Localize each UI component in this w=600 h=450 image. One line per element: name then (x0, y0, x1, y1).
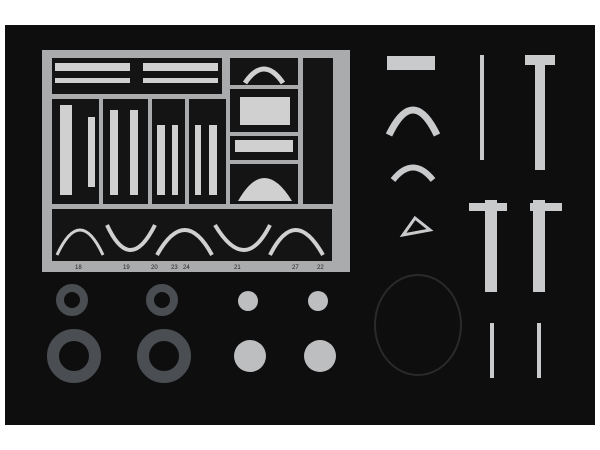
fret-label: 23 (171, 265, 178, 271)
fret-label: 21 (234, 265, 241, 271)
fret-label: 19 (123, 265, 130, 271)
fret-label: 24 (183, 265, 190, 271)
fret-label: 22 (317, 265, 324, 271)
landing-gear-parts (385, 55, 562, 378)
product-photo: 18 19 20 23 24 21 27 22 (5, 25, 595, 425)
photo-etch-fret: 18 19 20 23 24 21 27 22 (42, 50, 350, 272)
fret-label: 27 (292, 265, 299, 271)
wire-coil (374, 274, 462, 376)
fret-label: 18 (75, 265, 82, 271)
wheels (234, 291, 336, 372)
tires (47, 284, 191, 383)
fret-label: 20 (151, 265, 158, 271)
